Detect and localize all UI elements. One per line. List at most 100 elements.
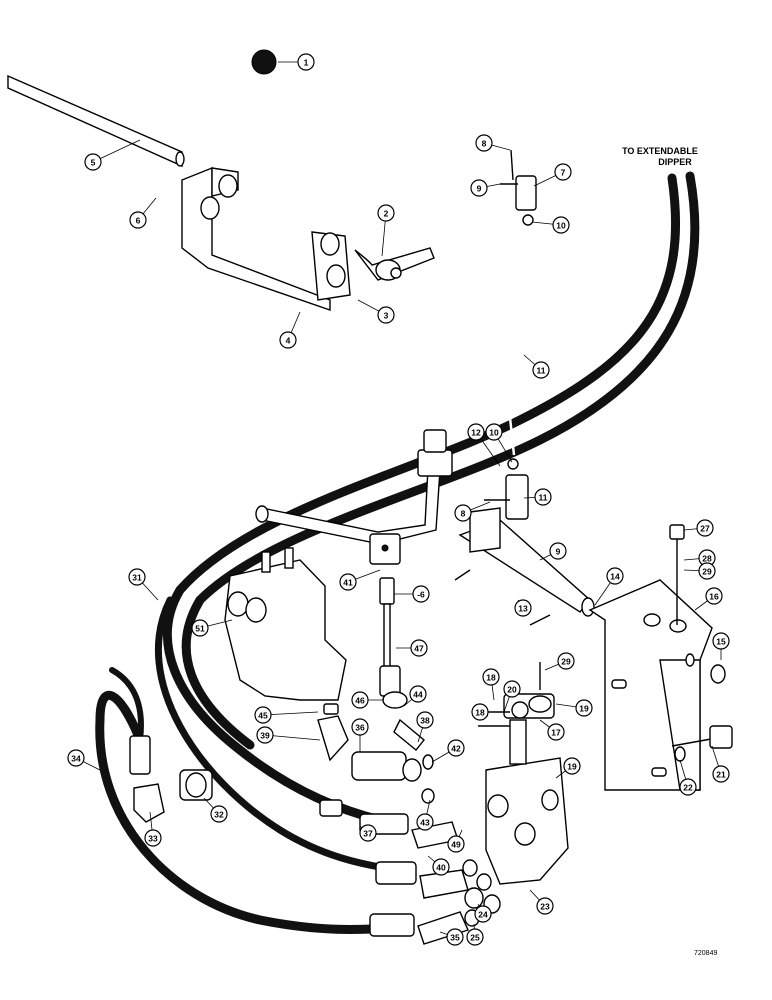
link-12 bbox=[484, 175, 537, 520]
callout-label: 14 bbox=[610, 572, 620, 582]
callout-balloon bbox=[210, 805, 228, 823]
callout-label: 11 bbox=[539, 493, 548, 503]
callout-label: 9 bbox=[556, 547, 561, 557]
callout-label: 45 bbox=[258, 711, 268, 721]
callout-label: 15 bbox=[716, 637, 726, 647]
callout-balloon bbox=[705, 587, 723, 605]
callout-38: 38 bbox=[416, 711, 434, 729]
callout-label: 37 bbox=[363, 829, 373, 839]
callout-balloon bbox=[503, 680, 521, 698]
callout-label: 24 bbox=[478, 910, 488, 920]
callout-31: 31 bbox=[128, 568, 146, 586]
callout-20: 20 bbox=[503, 680, 521, 698]
callout-balloon bbox=[410, 639, 428, 657]
hoses-to-extendable-dipper bbox=[155, 171, 700, 874]
callout-leader-39 bbox=[264, 734, 321, 741]
callout-balloon bbox=[339, 573, 357, 591]
callout-22: 22 bbox=[679, 778, 697, 796]
callout-balloon bbox=[279, 331, 297, 349]
callout-28: 28 bbox=[698, 549, 716, 567]
callout-balloon bbox=[144, 829, 162, 847]
callout-17: 17 bbox=[547, 723, 565, 741]
valve-21 bbox=[485, 693, 569, 885]
callout-balloon bbox=[557, 652, 575, 670]
callout-3: 3 bbox=[377, 306, 395, 324]
callout-27: 27 bbox=[696, 519, 714, 537]
callout-label: 49 bbox=[451, 840, 461, 850]
callout-label: 42 bbox=[451, 744, 461, 754]
callout-12: 12 bbox=[467, 423, 485, 441]
callout-37: 37 bbox=[359, 824, 377, 842]
callout-label: 16 bbox=[709, 592, 719, 602]
mounting-plate-27 bbox=[588, 524, 726, 791]
callout-balloon bbox=[679, 778, 697, 796]
callout-balloon bbox=[467, 423, 485, 441]
callout-balloon bbox=[475, 134, 493, 152]
callout-label: 8 bbox=[461, 509, 466, 519]
callout-label: 21 bbox=[716, 770, 726, 780]
callout-balloon bbox=[696, 519, 714, 537]
callout-40: 40 bbox=[432, 858, 450, 876]
callout-46: 46 bbox=[351, 691, 369, 709]
callout-45: 45 bbox=[254, 706, 272, 724]
callout-44: 44 bbox=[409, 685, 427, 703]
callout-balloon bbox=[377, 306, 395, 324]
callout-balloon bbox=[454, 504, 472, 522]
caption-line-2: DIPPER bbox=[658, 157, 692, 167]
callout-balloon bbox=[412, 585, 430, 603]
callout-balloon bbox=[409, 685, 427, 703]
callout-balloon bbox=[606, 567, 624, 585]
callout-label: 17 bbox=[551, 728, 561, 738]
callout-39: 39 bbox=[256, 726, 274, 744]
callout-label: 32 bbox=[214, 810, 224, 820]
tube-assembly bbox=[255, 429, 453, 565]
callout-7: 7 bbox=[554, 163, 572, 181]
callout-balloon bbox=[547, 723, 565, 741]
callout-balloon bbox=[563, 757, 581, 775]
cross-shaft-13 bbox=[454, 507, 595, 626]
callout-10: 10 bbox=[485, 423, 503, 441]
callout-label: 18 bbox=[475, 708, 485, 718]
callout-label: 31 bbox=[132, 573, 142, 583]
callout-leader-45 bbox=[262, 711, 319, 716]
callout-label: 10 bbox=[556, 221, 566, 231]
callout-34: 34 bbox=[67, 749, 85, 767]
callout-balloon bbox=[554, 163, 572, 181]
callout-18: 18 bbox=[482, 668, 500, 686]
callout-19: 19 bbox=[563, 757, 581, 775]
callout-label: 18 bbox=[486, 673, 496, 683]
callout-balloon bbox=[129, 211, 147, 229]
figure-code: 720849 bbox=[694, 950, 718, 957]
callout-5: 5 bbox=[84, 153, 102, 171]
callout-balloon bbox=[532, 361, 550, 379]
callout-label: 47 bbox=[414, 644, 424, 654]
caption-line-1: TO EXTENDABLE bbox=[622, 146, 698, 156]
callout-21: 21 bbox=[712, 765, 730, 783]
callout-16: 16 bbox=[705, 587, 723, 605]
callout-41: 41 bbox=[339, 573, 357, 591]
callout-balloon bbox=[712, 765, 730, 783]
destination-caption: TO EXTENDABLE DIPPER bbox=[600, 146, 720, 168]
callout-balloon bbox=[482, 668, 500, 686]
callout-label: 39 bbox=[260, 731, 270, 741]
callout-balloon bbox=[549, 542, 567, 560]
callout-balloon bbox=[359, 824, 377, 842]
callout-11: 11 bbox=[534, 488, 552, 506]
callout-25: 25 bbox=[466, 928, 484, 946]
callout-label: 43 bbox=[420, 818, 430, 828]
callout-29: 29 bbox=[557, 652, 575, 670]
callout-balloon bbox=[297, 53, 315, 71]
callout-23: 23 bbox=[536, 897, 554, 915]
callout-balloon bbox=[254, 706, 272, 724]
callout-label: 46 bbox=[355, 696, 365, 706]
callout-balloon bbox=[474, 905, 492, 923]
callout-label: 51 bbox=[195, 624, 205, 634]
callout-label: 5 bbox=[91, 158, 96, 168]
callout-balloon bbox=[416, 813, 434, 831]
callout-label: 9 bbox=[477, 184, 482, 194]
callout-balloon bbox=[534, 488, 552, 506]
callout-15: 15 bbox=[712, 632, 730, 650]
hose-33 bbox=[95, 667, 395, 934]
